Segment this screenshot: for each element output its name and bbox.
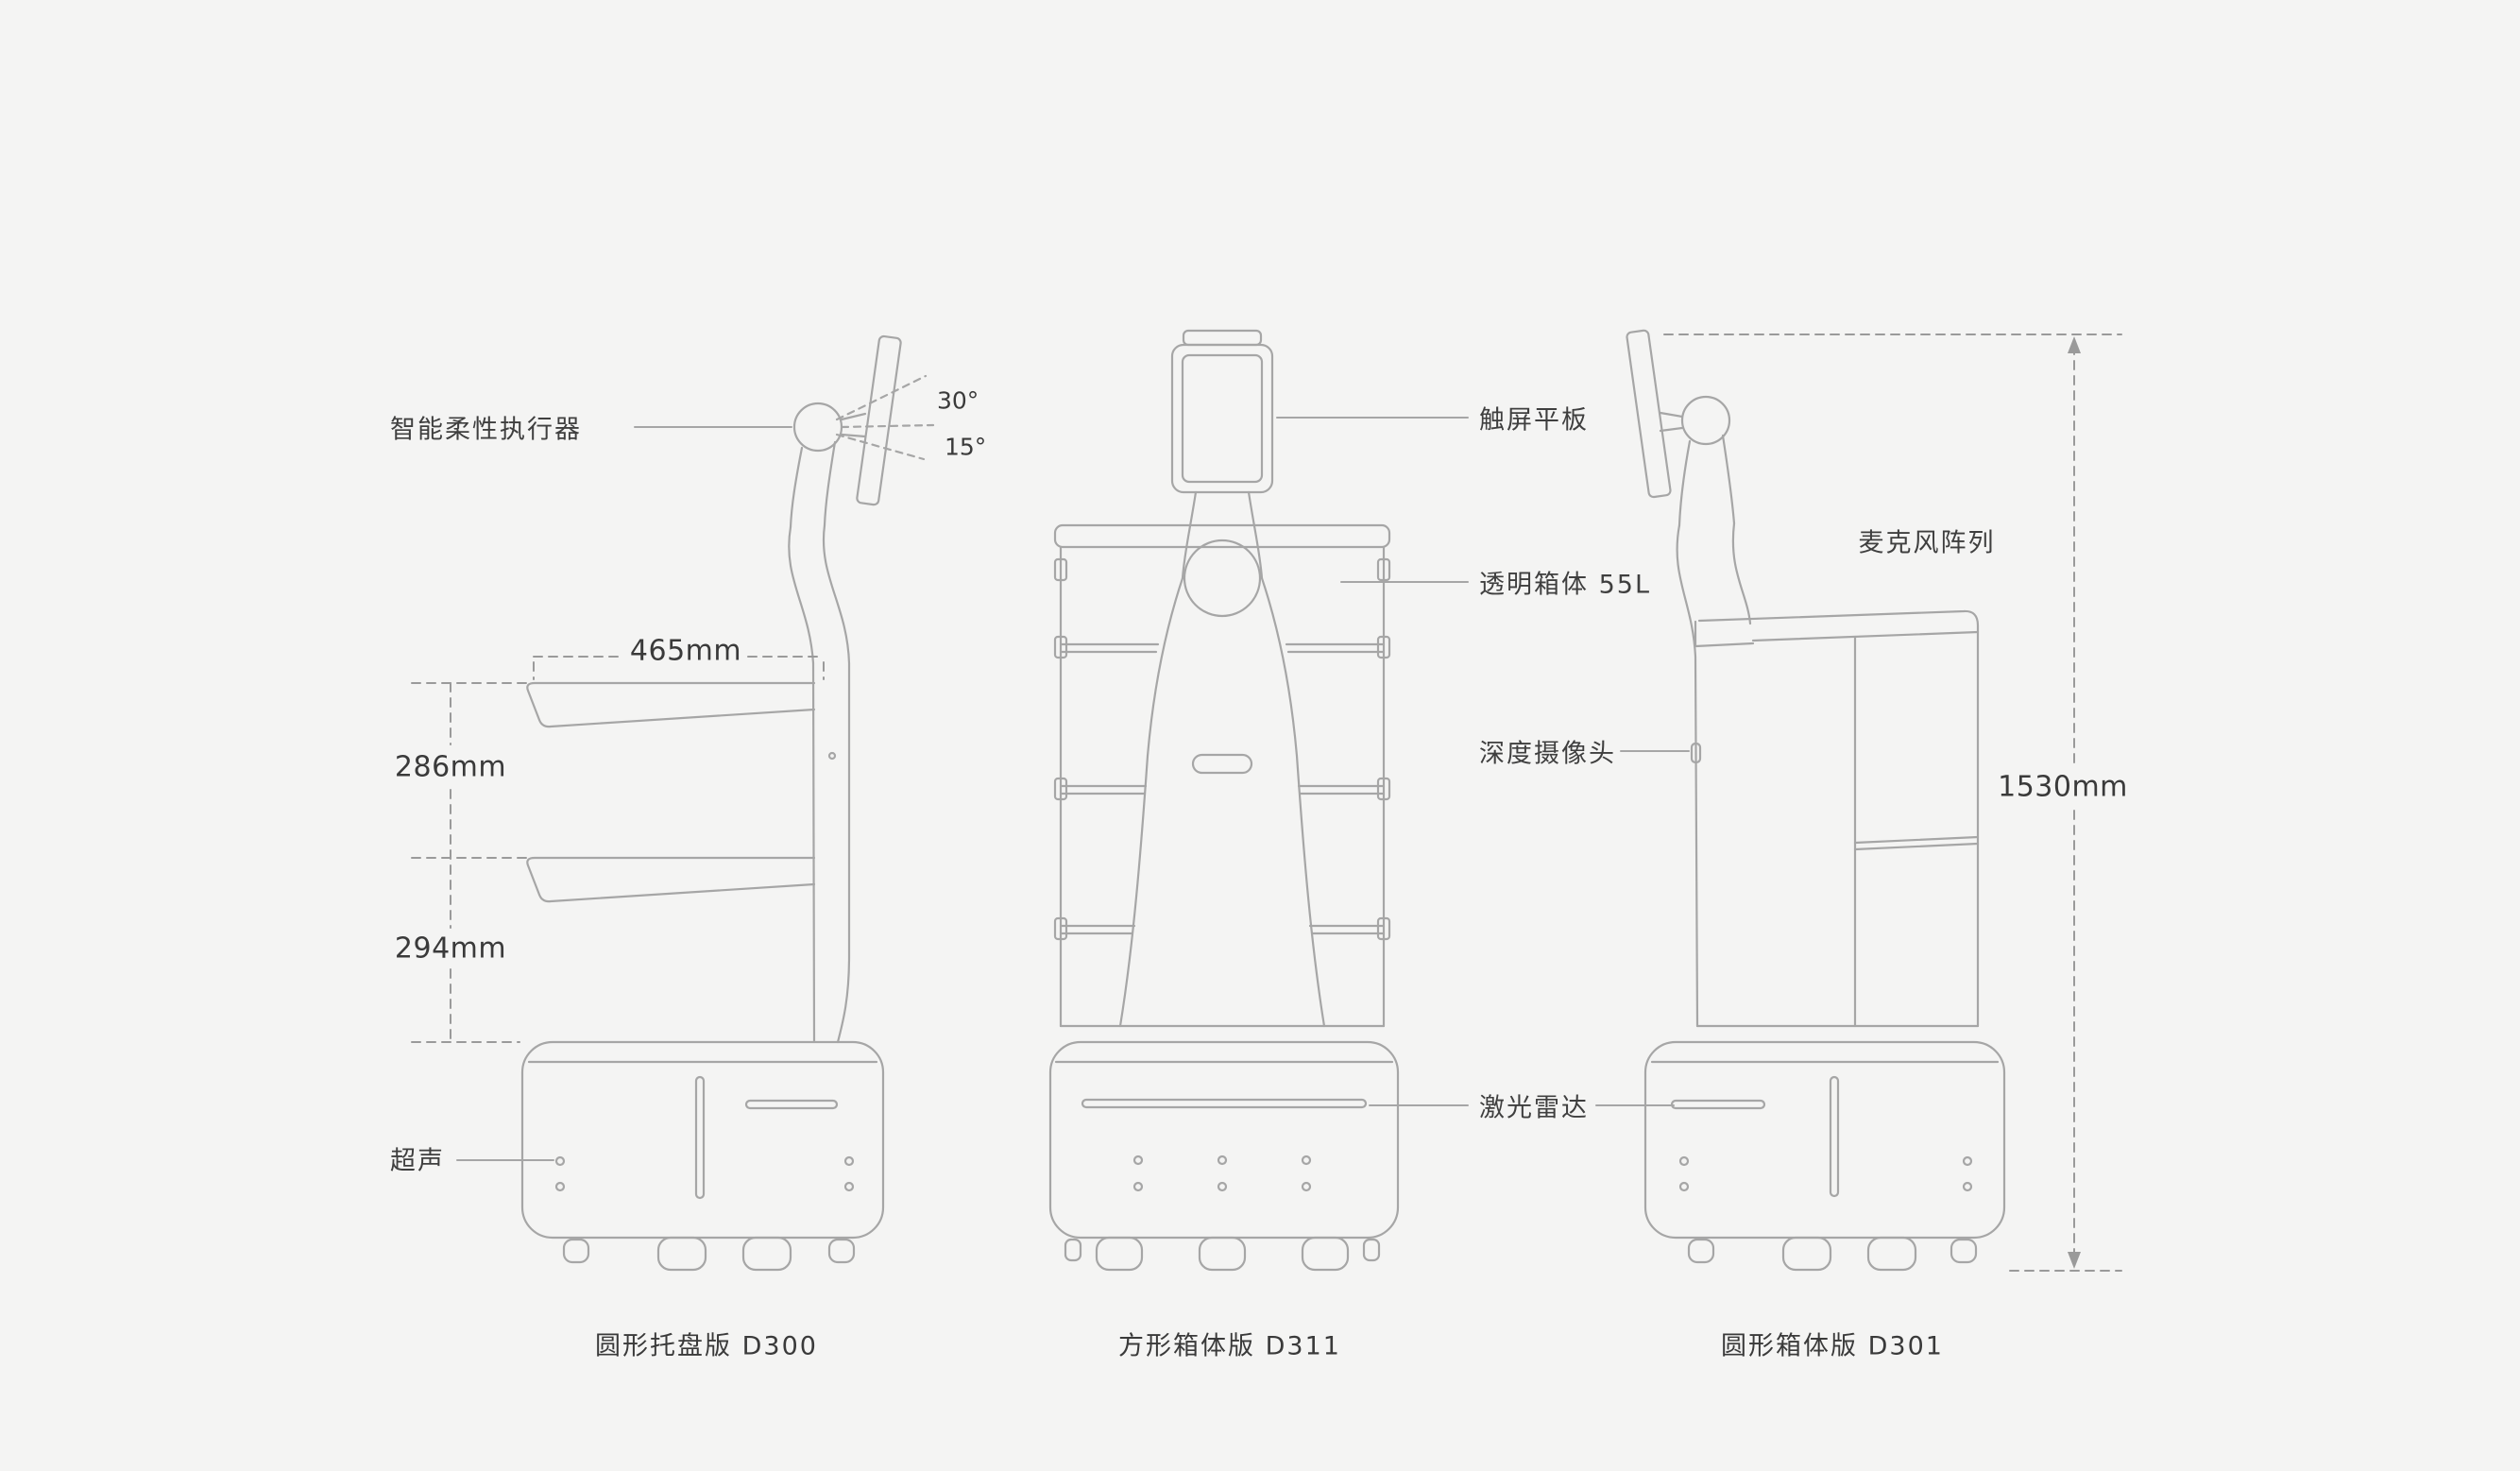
d300-wheels (562, 1236, 856, 1272)
mic-array-label: 麦克风阵列 (1858, 528, 1996, 558)
d311-ultrasonic-sensors (1132, 1155, 1312, 1192)
d300-lower-tray (526, 856, 816, 903)
d311-shelves (1053, 635, 1391, 941)
caption-model-d301: 圆形箱体版 D301 (1721, 1331, 1944, 1361)
leader-lines (456, 417, 1690, 1161)
dim-overall-height-line (1663, 334, 2122, 1272)
d300-lidar-slit (744, 1099, 839, 1110)
d300-ultrasonic-sensors (554, 1155, 855, 1192)
d300-upper-tray (526, 681, 816, 728)
d300-neck (789, 440, 837, 529)
tray-width-dimension: 465mm (623, 634, 748, 668)
dimension-arrowheads (2068, 336, 2081, 1269)
screen-tilt-down-label: 15° (945, 433, 987, 461)
d311-handle (1191, 753, 1253, 775)
d301-base (1643, 1040, 2006, 1240)
transparent-box-label: 透明箱体 55L (1479, 570, 1651, 600)
d301-depth-camera-mark (1690, 742, 1702, 764)
d301-back-column (1676, 522, 1752, 1028)
lidar-label: 激光雷达 (1479, 1093, 1589, 1123)
caption-model-d311: 方形箱体版 D311 (1118, 1331, 1341, 1361)
screen-tilt-up-label: 30° (937, 386, 979, 415)
overall-height-dimension: 1530mm (1992, 770, 2134, 804)
d300-display-panel (856, 334, 902, 506)
d301-ultrasonic-sensors (1678, 1155, 1973, 1192)
d301-neck (1677, 434, 1736, 527)
d311-base (1048, 1040, 1400, 1240)
d301-display-panel (1626, 329, 1672, 499)
d311-central-column (1118, 576, 1326, 1028)
dim-tray-width-line (533, 656, 825, 680)
d301-actuator-joint (1659, 395, 1731, 446)
robot-d311-drawing (1048, 329, 1400, 1272)
actuator-label: 智能柔性执行器 (390, 415, 582, 445)
d311-tablet (1170, 329, 1274, 494)
upper-tray-spacing-dimension: 286mm (388, 750, 513, 784)
caption-model-d300: 圆形托盘版 D300 (595, 1331, 818, 1361)
d301-wheels (1687, 1236, 1978, 1272)
d300-tilt-angle-rays (835, 374, 935, 461)
d300-base (520, 1040, 885, 1240)
dimension-lines (411, 334, 2122, 1272)
d311-lidar-slit (1081, 1098, 1368, 1109)
d301-lidar-slit (1670, 1099, 1766, 1110)
d311-cabinet-lid (1053, 523, 1391, 549)
depth-camera-label: 深度摄像头 (1479, 739, 1616, 769)
lower-tray-spacing-dimension: 294mm (388, 932, 513, 966)
dim-tray-spacing-line (411, 682, 528, 1043)
d301-cabinet (1690, 609, 1980, 1028)
touchscreen-label: 触屏平板 (1479, 405, 1589, 436)
d311-wheels (1064, 1236, 1381, 1272)
d300-back-column (788, 523, 851, 1044)
robot-d301-drawing (1626, 329, 2006, 1272)
ultrasonic-label: 超声 (390, 1146, 445, 1176)
d311-neck-joint (1181, 490, 1264, 618)
robot-d300-drawing (520, 334, 935, 1272)
